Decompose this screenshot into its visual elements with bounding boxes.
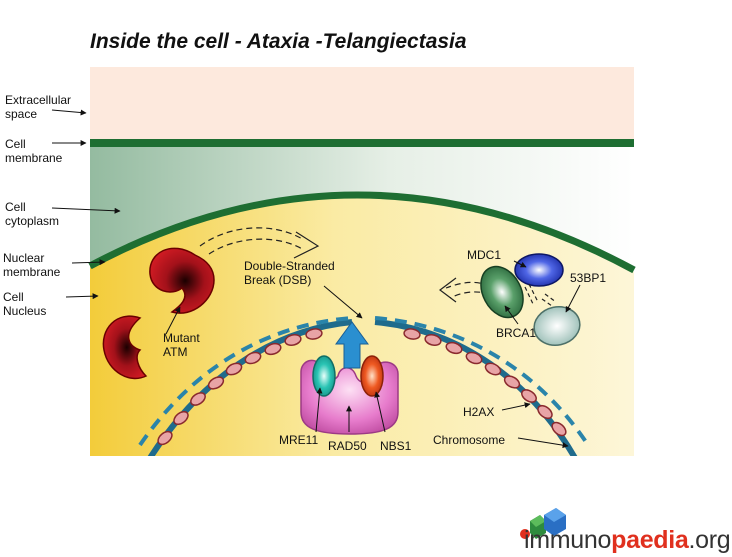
label-cell-membrane-2: membrane [5,151,63,165]
label-chromosome: Chromosome [433,433,505,447]
53bp1-shape [533,306,581,346]
label-brca1: BRCA1 [496,326,536,340]
logo-part-paedia: paedia [611,526,689,554]
label-mdc1: MDC1 [467,248,501,262]
cell-membrane [90,139,634,147]
mre11-shape [312,355,336,397]
label-extracellular-2: space [5,107,37,121]
logo-part-immuno: immuno [524,526,612,554]
label-53bp1: 53BP1 [570,271,606,285]
nucleus-region [90,196,634,456]
label-nuclear-membrane-1: Nuclear [3,251,44,265]
mutant-atm-protein [102,247,215,380]
label-mre11: MRE11 [279,433,318,447]
repair-proteins [480,253,581,346]
label-cytoplasm-2: cytoplasm [5,214,59,228]
mrn-complex [300,321,399,435]
label-nuclear-membrane-2: membrane [3,265,61,279]
nuclear-membrane [88,191,636,274]
label-nucleus-2: Nucleus [3,304,46,318]
logo-part-org: .org [688,526,731,554]
diagram-title: Inside the cell - Ataxia -Telangiectasia [90,30,467,53]
label-mutant-atm-1: Mutant [163,331,200,345]
label-cell-membrane-1: Cell [5,137,26,151]
label-dsb-1: Double-Stranded [244,259,335,273]
brca1-shape [480,265,524,319]
logo-wordmark[interactable]: immunopaedia.org [524,526,731,555]
logo-cubes-icon [520,508,566,539]
label-cytoplasm-1: Cell [5,200,26,214]
mdc1-shape [514,253,564,287]
dsb-blue-arrow [335,321,369,369]
label-rad50: RAD50 [328,439,367,453]
nbs1-shape [360,355,384,397]
label-nbs1: NBS1 [380,439,412,453]
nucleosome-beads [157,328,567,446]
label-nucleus-1: Cell [3,290,24,304]
immunopaedia-logo [520,508,566,539]
chromosome-dna [138,316,590,456]
label-mutant-atm-2: ATM [163,345,187,359]
label-arrows [51,109,581,449]
label-h2ax: H2AX [463,405,494,419]
label-dsb-2: Break (DSB) [244,273,311,287]
extracellular-space [90,67,634,139]
label-extracellular-1: Extracellular [5,93,71,107]
